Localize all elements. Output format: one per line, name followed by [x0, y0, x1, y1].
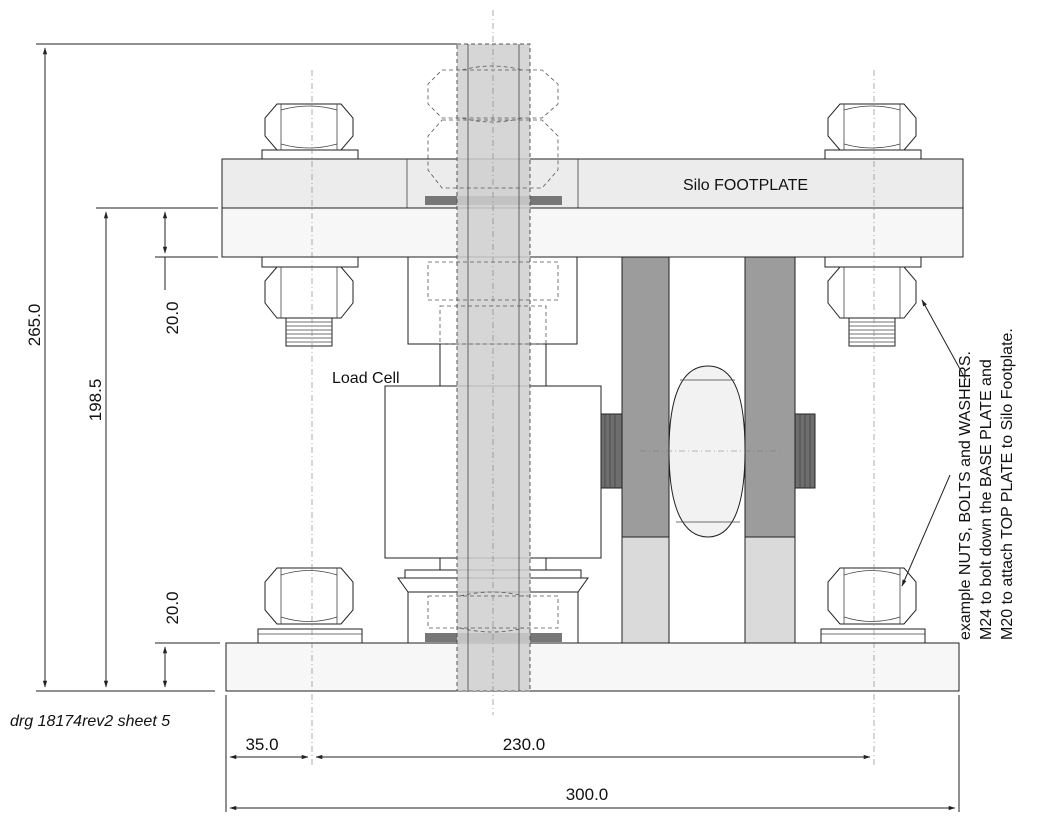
dim-bolt-spacing: 230.0 [503, 735, 546, 754]
nut-base-right [820, 567, 926, 644]
note-line-3: M20 to attach TOP PLATE to Silo Footplat… [999, 328, 1016, 640]
dim-overall-height: 265.0 [25, 304, 44, 347]
dim-plate-width: 300.0 [566, 785, 609, 804]
fastener-note: example NUTS, BOLTS and WASHERS. M24 to … [957, 328, 1016, 640]
drawing-reference: drg 18174rev2 sheet 5 [10, 713, 170, 730]
note-line-2: M24 to bolt down the BASE PLATE and [978, 359, 995, 640]
dimension-edge-to-bolt: 35.0 [229, 735, 309, 760]
load-cell-label: Load Cell [332, 370, 400, 387]
base-plate [225, 642, 960, 692]
threaded-rod [456, 43, 531, 692]
dimension-assembly-height: 198.5 [86, 207, 218, 688]
link-assembly [600, 256, 816, 644]
dim-edge-to-bolt: 35.0 [245, 735, 278, 754]
nut-top-left [261, 103, 359, 160]
dimension-top-plate: 20.0 [155, 211, 218, 335]
nut-under-right [824, 256, 922, 347]
footplate-label: Silo FOOTPLATE [683, 177, 808, 194]
dimension-plate-width: 300.0 [229, 785, 956, 811]
top-plate [221, 207, 964, 258]
silo-footplate [221, 158, 964, 209]
dim-assembly-height: 198.5 [86, 379, 105, 422]
note-line-1: example NUTS, BOLTS and WASHERS. [957, 351, 974, 640]
note-leader-upper [921, 299, 967, 381]
nut-under-left [261, 256, 359, 347]
dim-base-plate-thickness: 20.0 [163, 591, 182, 624]
note-leader-lower [901, 474, 951, 587]
dimension-bolt-spacing: 230.0 [315, 735, 871, 760]
nut-top-right [824, 103, 922, 160]
dimension-base-plate: 20.0 [155, 591, 220, 688]
nut-base-left [257, 567, 363, 644]
dimension-overall-height: 265.0 [25, 43, 457, 692]
hidden-rod-nuts [427, 65, 559, 633]
dim-top-plate-thickness: 20.0 [163, 301, 182, 334]
